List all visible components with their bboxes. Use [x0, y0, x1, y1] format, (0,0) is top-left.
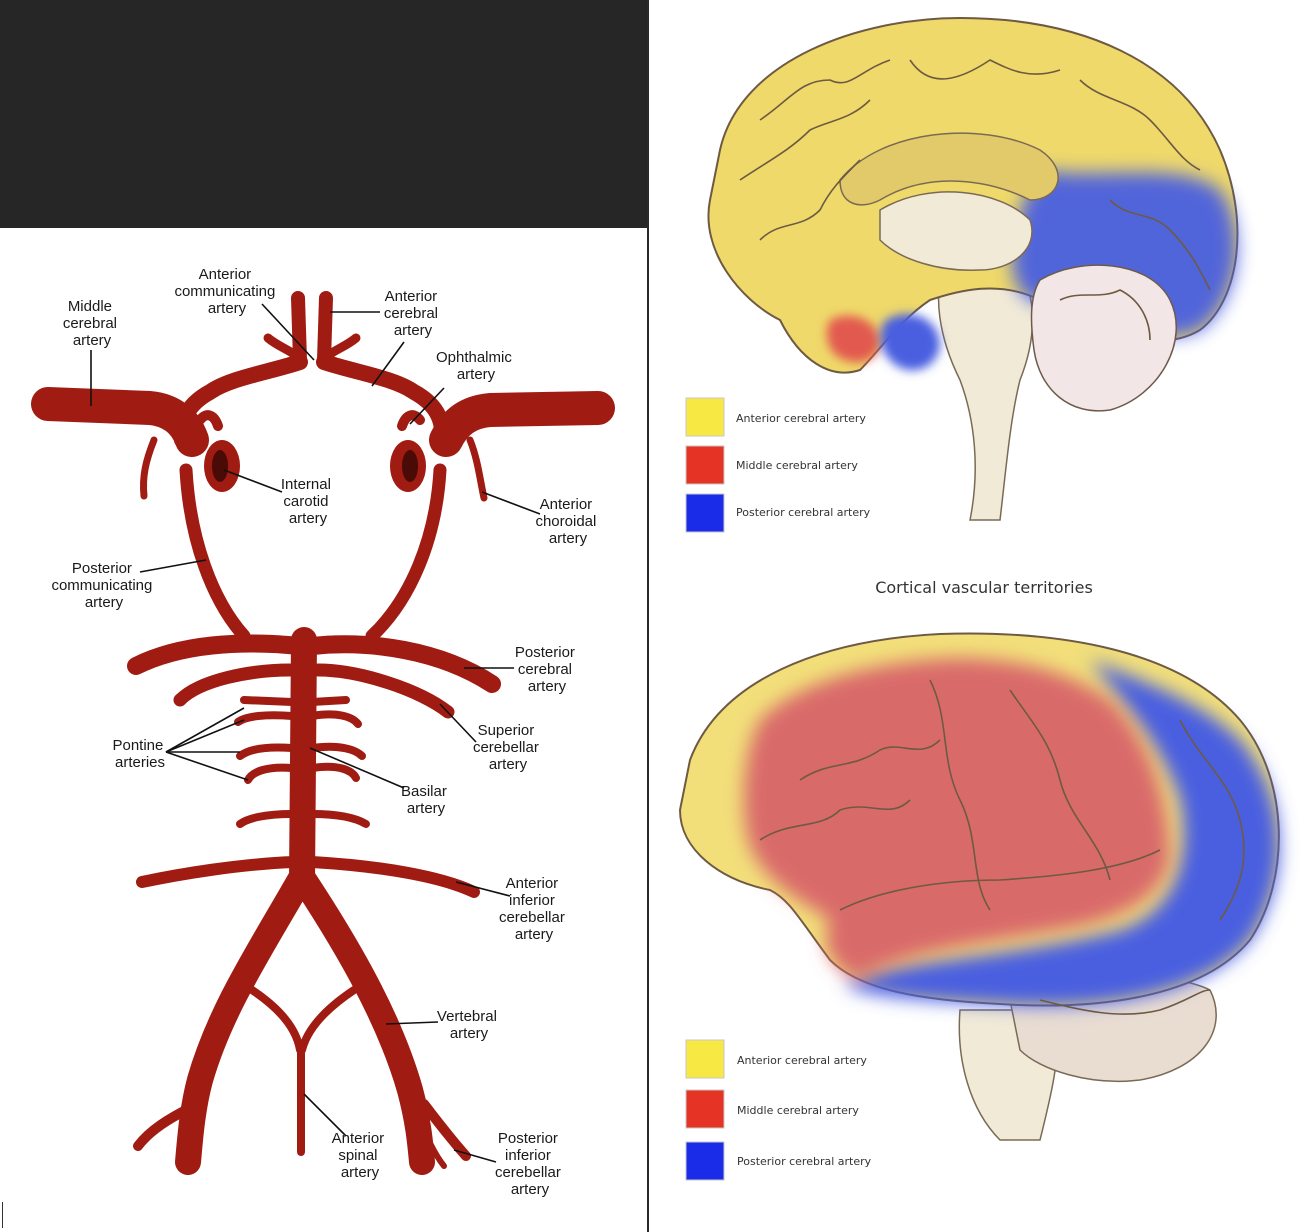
label-pca: Posterior cerebral artery [515, 644, 579, 695]
legend-medial: Anterior cerebral artery Middle cerebral… [686, 398, 871, 532]
medial-brainstem [939, 262, 1033, 520]
pontine-2 [312, 700, 346, 702]
label-aica: Anterior inferior cerebellar artery [499, 875, 569, 943]
medial-brain-illustration [708, 18, 1237, 520]
aica-right-vessel [312, 862, 474, 892]
asa-left-root [252, 990, 300, 1050]
label-ach: Anterior choroidal artery [535, 496, 600, 547]
label-asa: Anterior spinal artery [332, 1130, 389, 1181]
pcom-right-vessel [372, 470, 440, 636]
legend-medial-swatch-aca [686, 398, 724, 436]
legend-medial-swatch-mca [686, 446, 724, 484]
medial-cerebellum [1032, 265, 1177, 411]
acom-stripe-3 [317, 370, 321, 390]
label-pica: Posterior inferior cerebellar artery [495, 1130, 565, 1198]
label-ica: Internal carotid artery [281, 476, 335, 527]
legend-medial-swatch-pca [686, 494, 724, 532]
pca-right-vessel [312, 644, 492, 684]
label-acom: Anterior communicating artery [174, 266, 279, 317]
legend-lateral-label-aca: Anterior cerebral artery [737, 1054, 867, 1067]
mca-left-vessel [48, 404, 192, 440]
asa-right-root [302, 990, 354, 1050]
aica-left-vessel [142, 862, 294, 882]
ica-left-lumen [212, 450, 228, 482]
mca-right-vessel [446, 408, 598, 440]
legend-medial-label-mca: Middle cerebral artery [736, 459, 858, 472]
pontine-7 [248, 768, 292, 780]
pontine-1 [244, 700, 292, 702]
aca-right-vessel [324, 298, 326, 360]
leader-ach [482, 492, 540, 514]
leader-pontine-1 [166, 708, 244, 752]
acom-stripe-2 [310, 370, 314, 390]
basilar-vessel [302, 640, 304, 880]
label-sca: Superior cerebellar artery [473, 722, 543, 773]
territories-title: Cortical vascular territories [875, 578, 1093, 597]
aca-left-vessel [298, 298, 300, 360]
mca-left-twig [143, 440, 154, 496]
medial-pca-temporal [880, 314, 940, 370]
label-pontine: Pontine arteries [112, 737, 167, 771]
pcom-left-vessel [186, 470, 244, 636]
legend-lateral: Anterior cerebral artery Middle cerebral… [686, 1040, 872, 1180]
legend-medial-label-pca: Posterior cerebral artery [736, 506, 871, 519]
pontine-8 [312, 767, 356, 778]
label-vertebral: Vertebral artery [437, 1008, 501, 1042]
legend-lateral-swatch-pca [686, 1142, 724, 1180]
pontine-9 [240, 814, 292, 824]
pontine-4 [312, 714, 358, 724]
leader-pcom [140, 560, 206, 572]
legend-lateral-swatch-mca [686, 1090, 724, 1128]
leader-pontine-2 [166, 720, 244, 752]
sca-right-vessel [318, 670, 448, 712]
pontine-10 [312, 814, 366, 824]
pca-left-vessel [136, 643, 300, 666]
label-aca: Anterior cerebral artery [384, 288, 442, 339]
legend-lateral-swatch-aca [686, 1040, 724, 1078]
acom-stripe-1 [303, 370, 307, 390]
leader-sca [440, 704, 476, 742]
a1-right [324, 362, 442, 440]
sca-left-vessel [180, 670, 290, 700]
label-basilar: Basilar artery [401, 783, 451, 817]
label-pcom: Posterior communicating artery [51, 560, 156, 611]
pontine-5 [240, 747, 292, 756]
pontine-3 [238, 715, 292, 722]
label-mca: Middle cerebral artery [63, 298, 121, 349]
legend-medial-label-aca: Anterior cerebral artery [736, 412, 866, 425]
ica-right-lumen [402, 450, 418, 482]
legend-lateral-label-mca: Middle cerebral artery [737, 1104, 859, 1117]
ach-right-vessel [470, 440, 484, 498]
leader-pontine-4 [166, 752, 248, 780]
legend-lateral-label-pca: Posterior cerebral artery [737, 1155, 872, 1168]
label-ophthalmic: Ophthalmic artery [436, 349, 516, 383]
